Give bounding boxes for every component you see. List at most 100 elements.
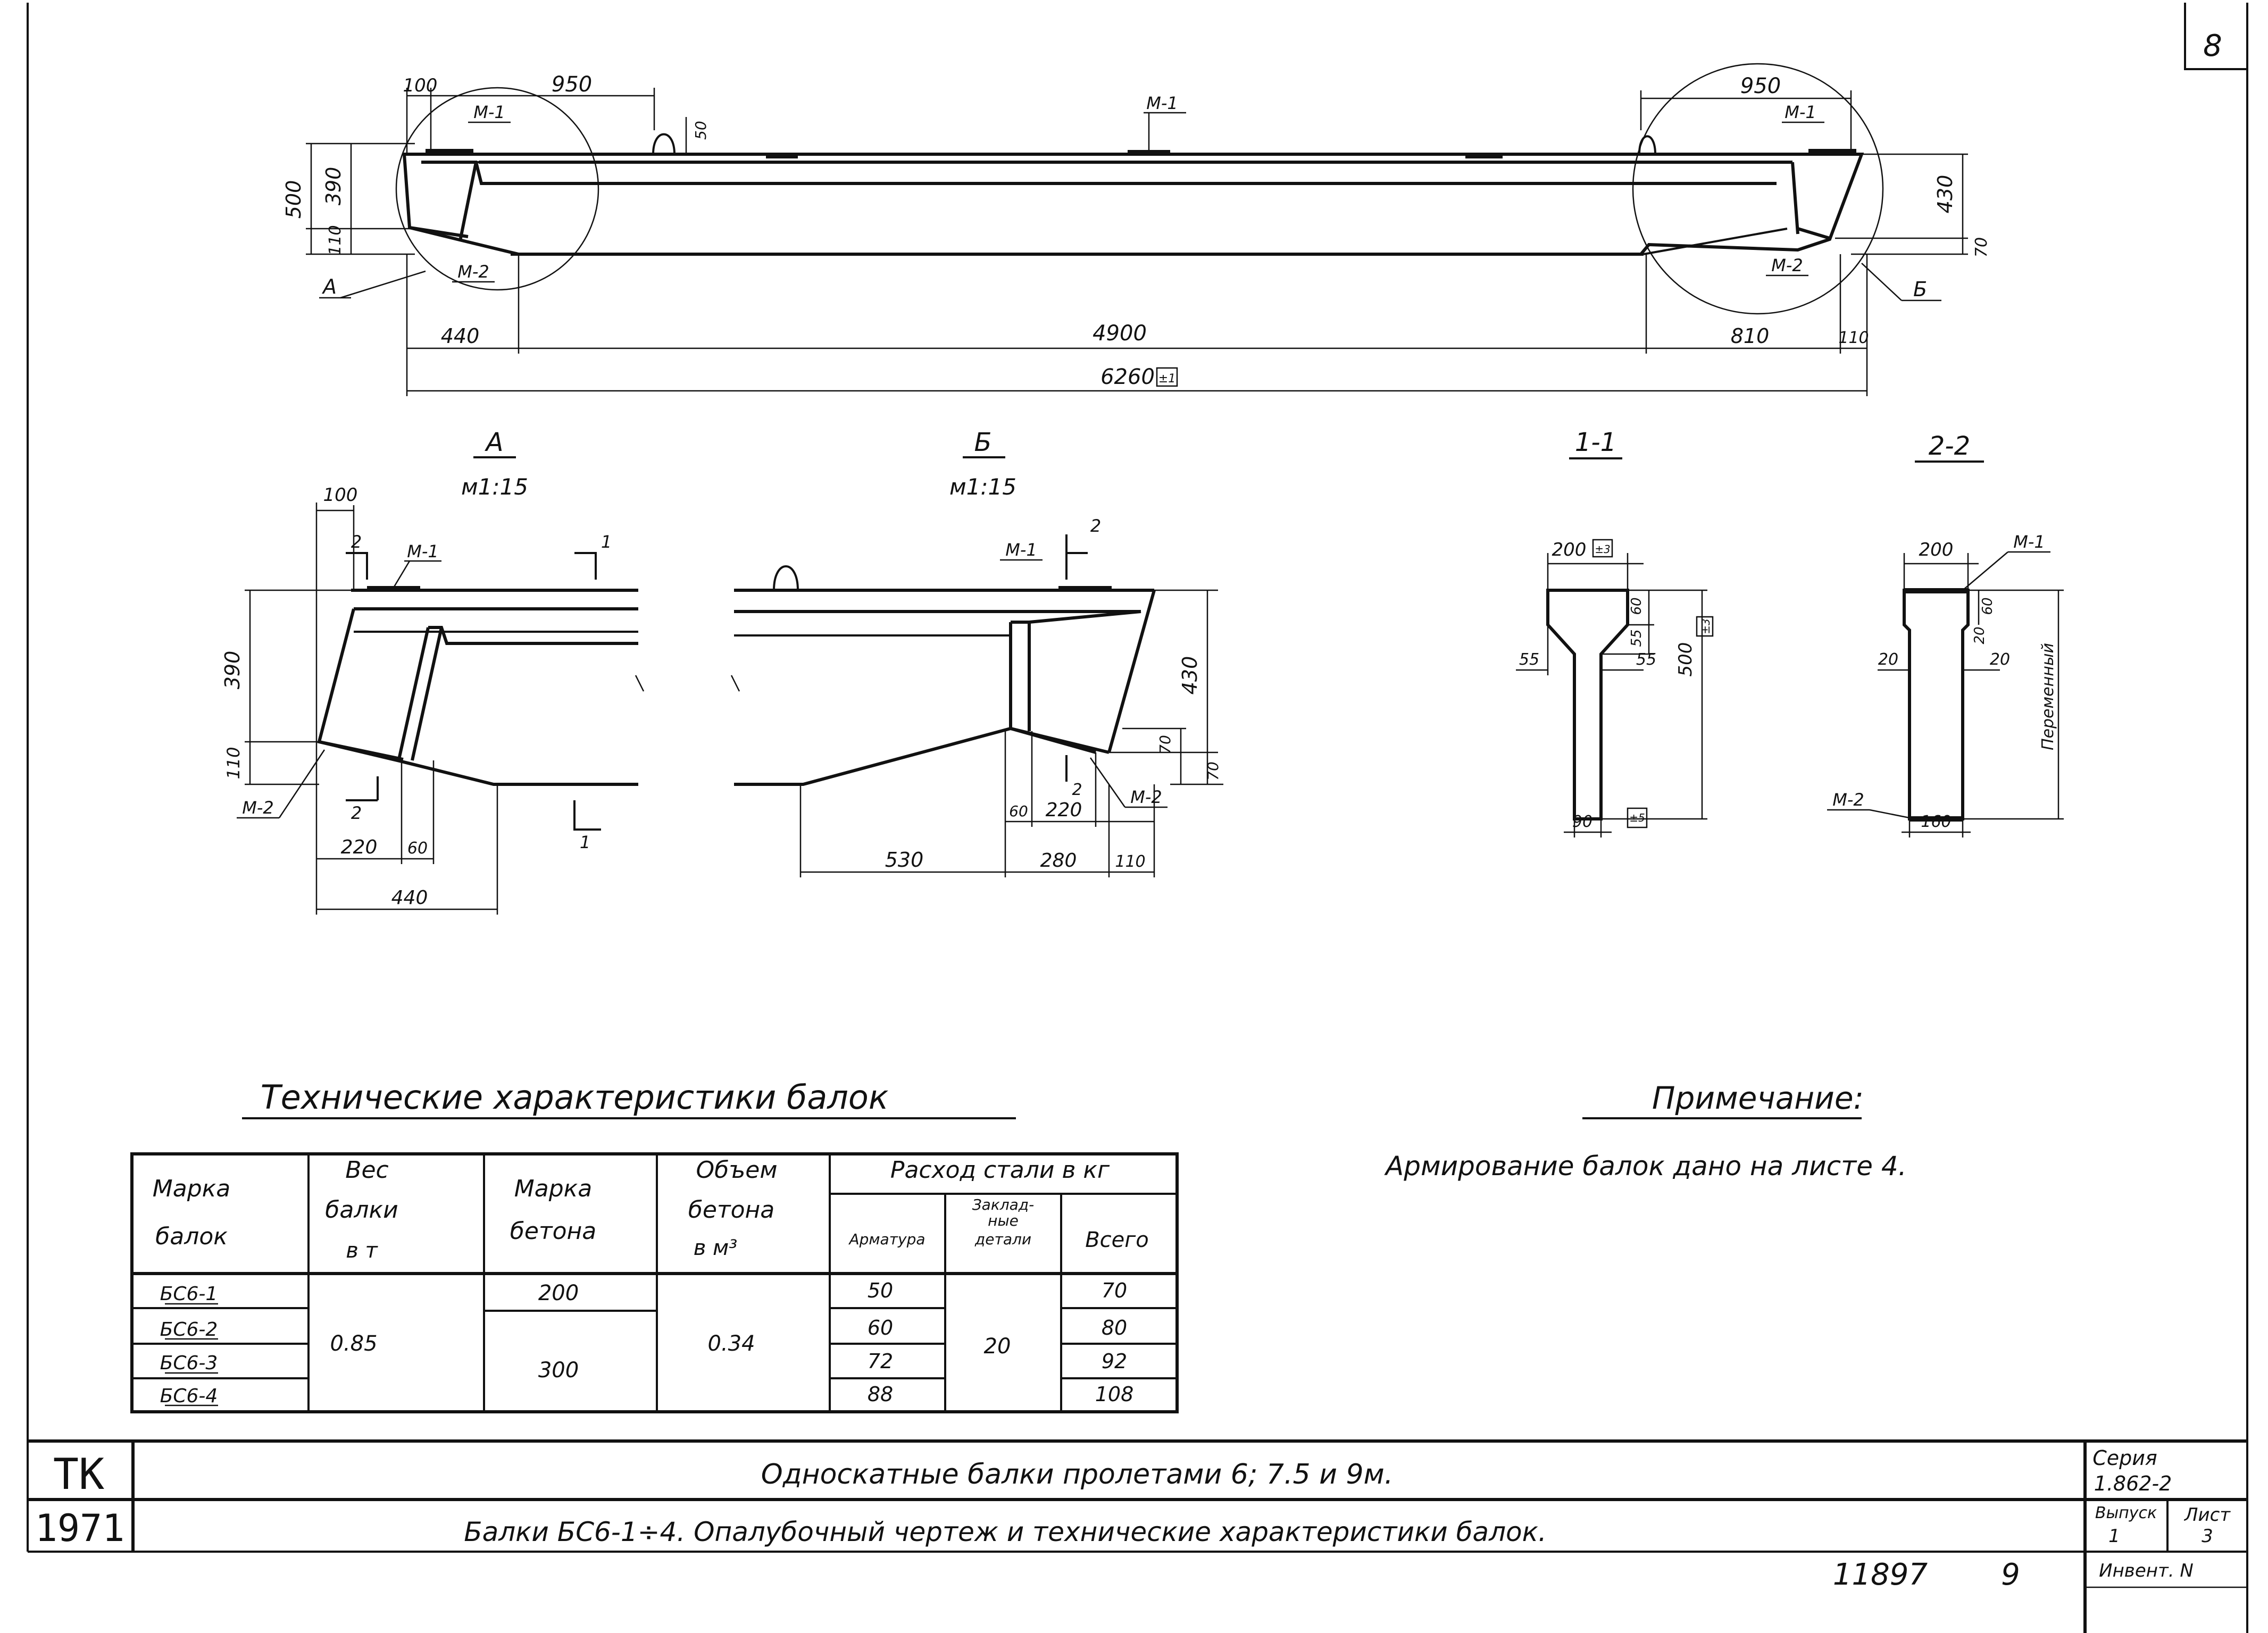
svg-text:500: 500: [1675, 642, 1696, 677]
org-code: ТК: [53, 1450, 104, 1499]
variable-label: Переменный: [2039, 643, 2057, 750]
svg-text:72: 72: [868, 1350, 893, 1373]
inventory-number: 11897: [1833, 1557, 1928, 1592]
svg-text:М-2: М-2: [1130, 787, 1162, 807]
beam-elevation: [395, 63, 1884, 315]
svg-text:М-1: М-1: [407, 541, 439, 562]
svg-text:Объем: Объем: [696, 1157, 777, 1184]
note-title: Примечание:: [1652, 1080, 1864, 1116]
svg-text:50: 50: [868, 1279, 893, 1302]
svg-text:200: 200: [538, 1281, 579, 1305]
svg-text:110: 110: [326, 225, 345, 255]
svg-text:в т: в т: [346, 1238, 378, 1263]
elevation-dimensions: 100 950 950 50 500 390 110 430 70 440 49…: [282, 72, 1991, 396]
inventory-extra: 9: [2001, 1557, 2020, 1592]
svg-text:70: 70: [1972, 237, 1991, 257]
svg-text:Вес: Вес: [345, 1157, 388, 1184]
svg-text:160: 160: [1921, 813, 1951, 831]
svg-text:220: 220: [341, 836, 378, 858]
table-row-mark: БС6-1: [160, 1283, 218, 1305]
svg-text:50: 50: [692, 121, 710, 140]
svg-text:бетона: бетона: [688, 1196, 775, 1224]
sheet-number-box: 8: [2184, 3, 2247, 70]
detail-b-scale: м1:15: [949, 474, 1016, 500]
inventory-label: Инвент. N: [2099, 1560, 2194, 1581]
table-title: Технические характеристики балок: [261, 1078, 889, 1117]
svg-text:430: 430: [1933, 175, 1957, 214]
svg-text:М-1: М-1: [1005, 540, 1037, 560]
svg-text:60: 60: [868, 1316, 893, 1339]
svg-text:70: 70: [1204, 761, 1222, 781]
svg-text:М-1: М-1: [473, 102, 505, 122]
svg-text:80: 80: [1102, 1316, 1127, 1339]
svg-text:в м³: в м³: [694, 1236, 738, 1260]
svg-text:±1: ±1: [1158, 372, 1175, 386]
svg-text:0.85: 0.85: [330, 1331, 377, 1356]
svg-text:100: 100: [403, 75, 438, 96]
svg-text:950: 950: [1740, 74, 1781, 98]
svg-text:108: 108: [1095, 1383, 1134, 1406]
table-row-mark: БС6-4: [160, 1385, 218, 1407]
svg-text:200: 200: [1919, 539, 1954, 560]
svg-text:810: 810: [1731, 324, 1770, 348]
svg-text:440: 440: [441, 324, 480, 348]
svg-text:1: 1: [601, 532, 612, 552]
svg-text:6260: 6260: [1100, 365, 1155, 389]
svg-text:М-1: М-1: [1785, 102, 1816, 122]
table-row-mark: БС6-3: [160, 1352, 218, 1374]
svg-text:Заклад-: Заклад-: [972, 1196, 1035, 1213]
svg-text:Арматура: Арматура: [848, 1230, 925, 1248]
svg-text:20: 20: [984, 1334, 1011, 1359]
sheet-number: 8: [2203, 29, 2222, 63]
svg-text:Марка: Марка: [514, 1175, 592, 1202]
table-row-mark: БС6-2: [160, 1319, 218, 1341]
svg-text:70: 70: [1102, 1279, 1127, 1302]
svg-text:300: 300: [538, 1358, 579, 1383]
section-1-1-title: 1-1: [1575, 428, 1616, 457]
year: 1971: [35, 1506, 125, 1550]
svg-text:М-2: М-2: [1771, 255, 1803, 275]
svg-text:20: 20: [1972, 626, 1988, 644]
svg-text:М-1: М-1: [2013, 532, 2045, 552]
svg-text:110: 110: [223, 747, 244, 779]
svg-text:2: 2: [351, 803, 362, 823]
series-label: Серия: [2092, 1446, 2157, 1470]
svg-text:Всего: Всего: [1085, 1228, 1149, 1252]
svg-text:60: 60: [407, 839, 428, 858]
svg-text:20: 20: [1878, 650, 1898, 669]
svg-text:балки: балки: [325, 1196, 398, 1224]
issue-value: 1: [2108, 1526, 2120, 1547]
svg-text:бетона: бетона: [510, 1218, 597, 1245]
svg-text:детали: детали: [974, 1230, 1031, 1248]
svg-text:55: 55: [1629, 629, 1645, 647]
note-text: Армирование балок дано на листе 4.: [1384, 1151, 1907, 1182]
svg-text:70: 70: [1156, 735, 1174, 754]
sheet-frame: [27, 3, 2248, 1633]
svg-text:100: 100: [323, 484, 358, 506]
svg-text:2: 2: [1072, 781, 1082, 799]
callout-a: А: [321, 275, 337, 298]
svg-text:2: 2: [1090, 516, 1101, 536]
svg-text:±5: ±5: [1629, 811, 1645, 824]
series-value: 1.862-2: [2094, 1472, 2172, 1495]
svg-text:92: 92: [1102, 1350, 1127, 1373]
svg-text:390: 390: [322, 167, 345, 206]
svg-text:90: 90: [1572, 813, 1592, 831]
svg-text:ные: ные: [988, 1212, 1019, 1229]
detail-a-title: А: [485, 428, 504, 457]
embedded-plate-m1-left: [426, 149, 473, 154]
svg-text:2: 2: [351, 532, 362, 552]
svg-text:0.34: 0.34: [707, 1331, 755, 1356]
section-2-2: 2-2 200 М-1 60 20 20 20 Переменный 160 М…: [1827, 431, 2064, 838]
svg-text:110: 110: [1115, 852, 1145, 871]
svg-text:±3: ±3: [1595, 543, 1610, 556]
svg-text:балок: балок: [155, 1223, 228, 1250]
callout-b: Б: [1913, 278, 1927, 301]
svg-text:20: 20: [1990, 650, 2010, 669]
detail-b-title: Б: [974, 428, 992, 457]
detail-b: Б м1:15 430 70 70 60 220: [730, 428, 1223, 877]
drawing-title: Односкатные балки пролетами 6; 7.5 и 9м.: [761, 1459, 1394, 1490]
svg-text:М-2: М-2: [457, 262, 489, 282]
svg-text:55: 55: [1519, 650, 1539, 669]
svg-text:200: 200: [1552, 539, 1587, 560]
